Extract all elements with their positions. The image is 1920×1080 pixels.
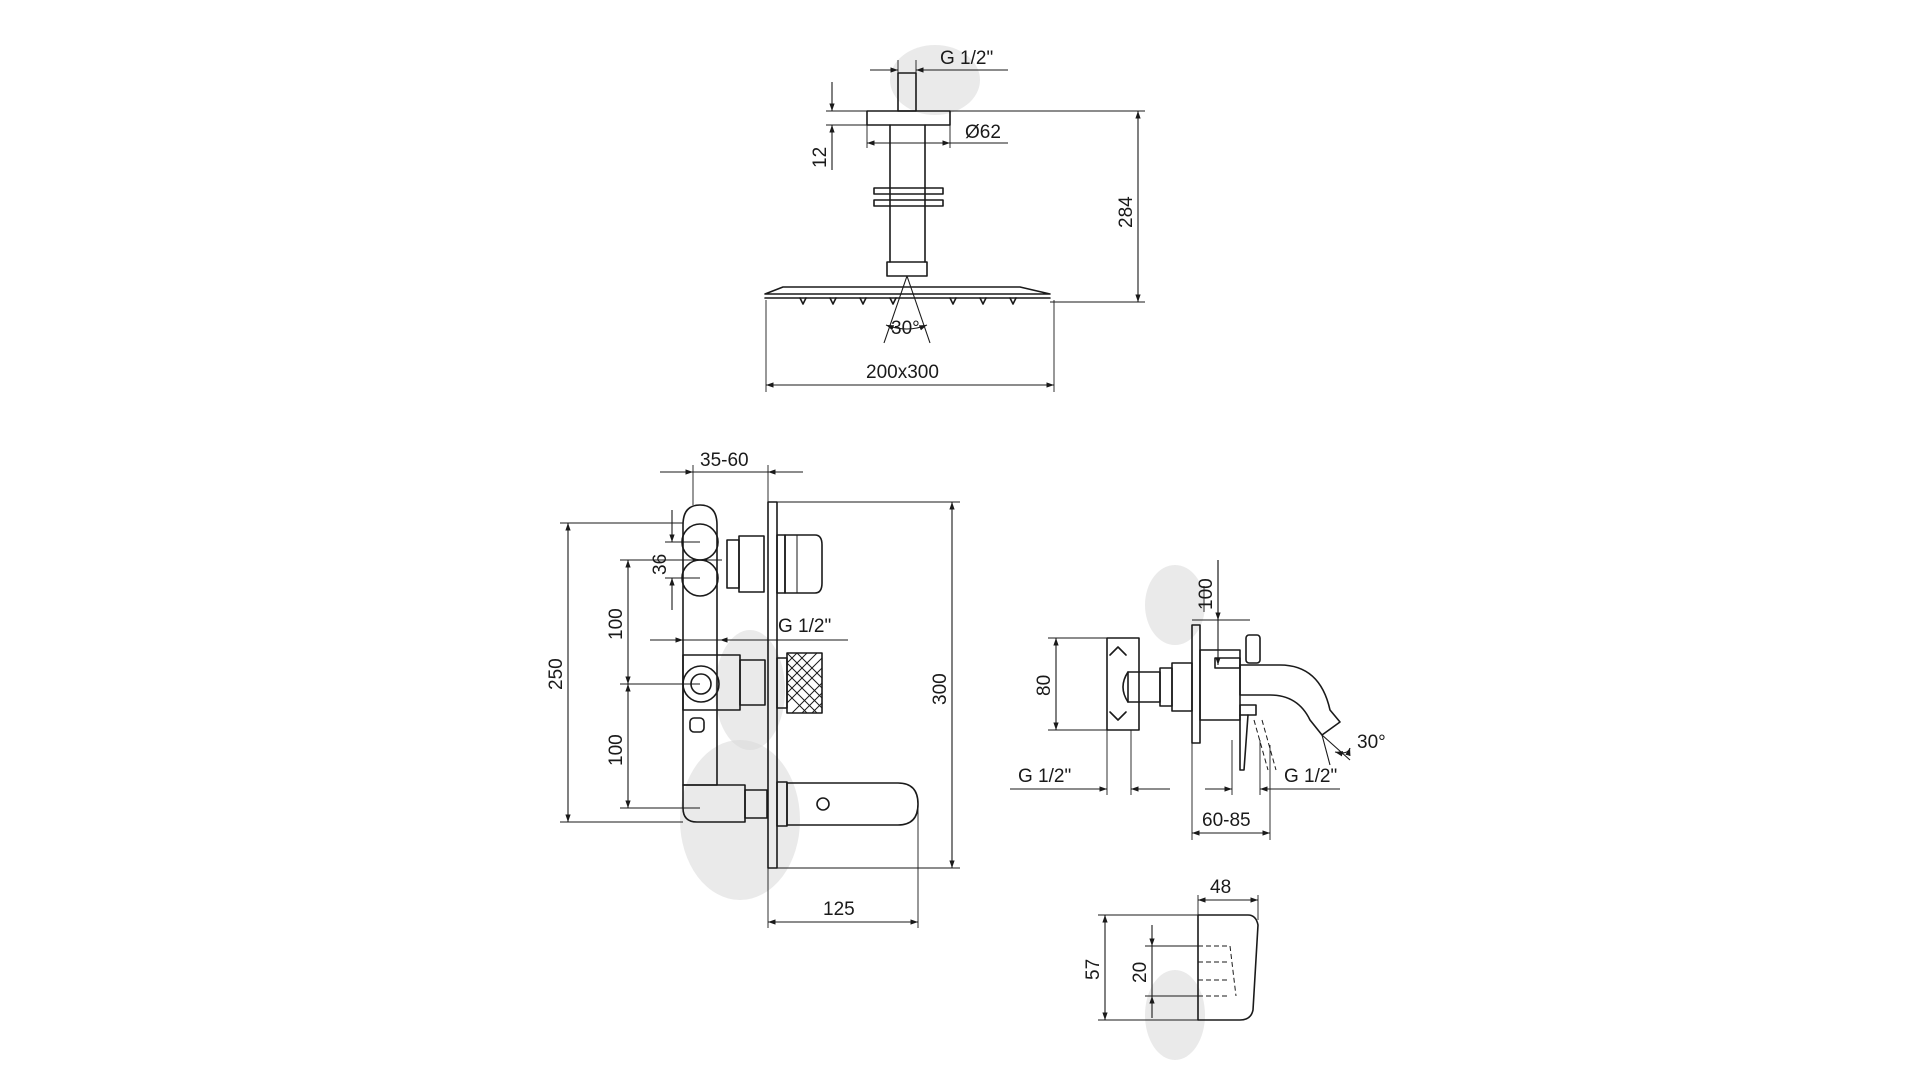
inlet-thread-label: G 1/2": [1018, 766, 1071, 787]
thread-label: G 1/2": [940, 48, 993, 69]
valve-box: [1106, 637, 1140, 731]
upper-spacing-label: 100: [606, 608, 627, 640]
height-label: 57: [1083, 959, 1104, 980]
diverter-knob: [784, 534, 823, 594]
flange-diameter-label: Ø62: [965, 122, 1001, 143]
shadow: [1145, 565, 1205, 645]
plate-height-label: 300: [930, 673, 951, 705]
projection-label: 60-85: [1202, 810, 1251, 831]
spray-angle-label: 30°: [891, 318, 920, 339]
escutcheon: [1191, 624, 1201, 744]
flange-height-label: 12: [810, 147, 831, 168]
outlet-thread-label: G 1/2": [1284, 766, 1337, 787]
outlet-spacing-label: 36: [650, 554, 671, 575]
height-label: 80: [1034, 675, 1055, 696]
rain-plate: [764, 286, 1051, 295]
ceiling-flange: [866, 110, 951, 126]
shadow: [890, 45, 980, 115]
inlet-thread-label: G 1/2": [778, 616, 831, 637]
spout-body: [1197, 914, 1259, 1021]
spray-angle-label: 30°: [1357, 732, 1386, 753]
bath-spout-side-view: 100 80 30° G 1/2" G 1/2" 60-85: [1010, 560, 1386, 840]
nozzles: [799, 297, 1017, 305]
knurl-pattern: [786, 652, 823, 714]
lower-spacing-label: 100: [606, 734, 627, 766]
lever-button: [816, 797, 830, 811]
diverter-pull: [1245, 634, 1261, 664]
valve-body: [682, 504, 718, 786]
handle-projection-label: 125: [823, 899, 855, 920]
plate-size-label: 200x300: [866, 362, 939, 383]
total-height-label: 284: [1116, 196, 1137, 228]
shadow: [715, 630, 785, 750]
shadow: [1145, 970, 1205, 1060]
spout: [1239, 664, 1341, 736]
width-label: 48: [1210, 877, 1231, 898]
shower-head-view: 30° G 1/2" 12 Ø62 284 200x300: [764, 45, 1145, 392]
total-height-label: 250: [546, 658, 567, 690]
lever-handle: [786, 782, 919, 826]
mixer-front-view: 35-60 36 100 100 250 300 G 1/2": [546, 450, 960, 928]
shadow: [680, 740, 800, 900]
wall-depth-label: 35-60: [700, 450, 749, 471]
opening-label: 20: [1130, 962, 1151, 983]
spout-offset-label: 100: [1196, 578, 1217, 610]
spout-profile-view: 48 57 20: [1083, 877, 1259, 1060]
